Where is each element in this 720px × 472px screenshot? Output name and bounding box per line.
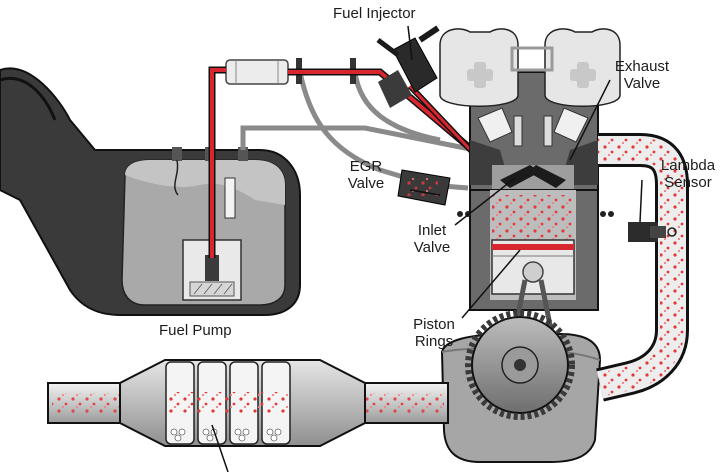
plug-cross-icon <box>467 62 596 88</box>
fuel-tank <box>0 67 301 316</box>
inlet-valve-label-line1: Inlet <box>417 222 447 239</box>
crankcase <box>440 310 602 463</box>
exhaust-valve-label-line2: Valve <box>623 75 661 92</box>
leader-lines <box>211 25 643 472</box>
exhaust-valve-label: Exhaust Valve <box>612 58 672 92</box>
egr-valve-label-line2: Valve <box>347 175 385 192</box>
engine-block <box>439 28 621 331</box>
egr-valve-label: EGR Valve <box>342 158 390 192</box>
catalytic-converter <box>119 359 366 447</box>
fuel-injector-label: Fuel Injector <box>333 5 416 22</box>
inlet-valve-label: Inlet Valve <box>408 222 456 256</box>
lambda-sensor-label-line1: Lambda <box>660 157 716 174</box>
fuel-line <box>208 66 481 258</box>
lambda-sensor <box>628 222 677 242</box>
fuel-injector <box>376 25 440 108</box>
piston-rings-label-line1: Piston <box>413 316 455 333</box>
return-lines <box>240 71 476 191</box>
inlet-valve-label-line2: Valve <box>413 239 451 256</box>
egr-valve <box>397 169 451 206</box>
lambda-sensor-label: Lambda Sensor <box>660 157 716 191</box>
piston-rings-label-line2: Rings <box>414 333 454 350</box>
exhaust-valve-label-line1: Exhaust <box>614 58 670 75</box>
egr-valve-label-line1: EGR <box>349 158 383 175</box>
valve-springs <box>477 107 589 147</box>
lambda-sensor-label-line2: Sensor <box>664 174 712 191</box>
fuel-pump-label: Fuel Pump <box>159 322 232 339</box>
piston-rings-label: Piston Rings <box>408 316 460 350</box>
